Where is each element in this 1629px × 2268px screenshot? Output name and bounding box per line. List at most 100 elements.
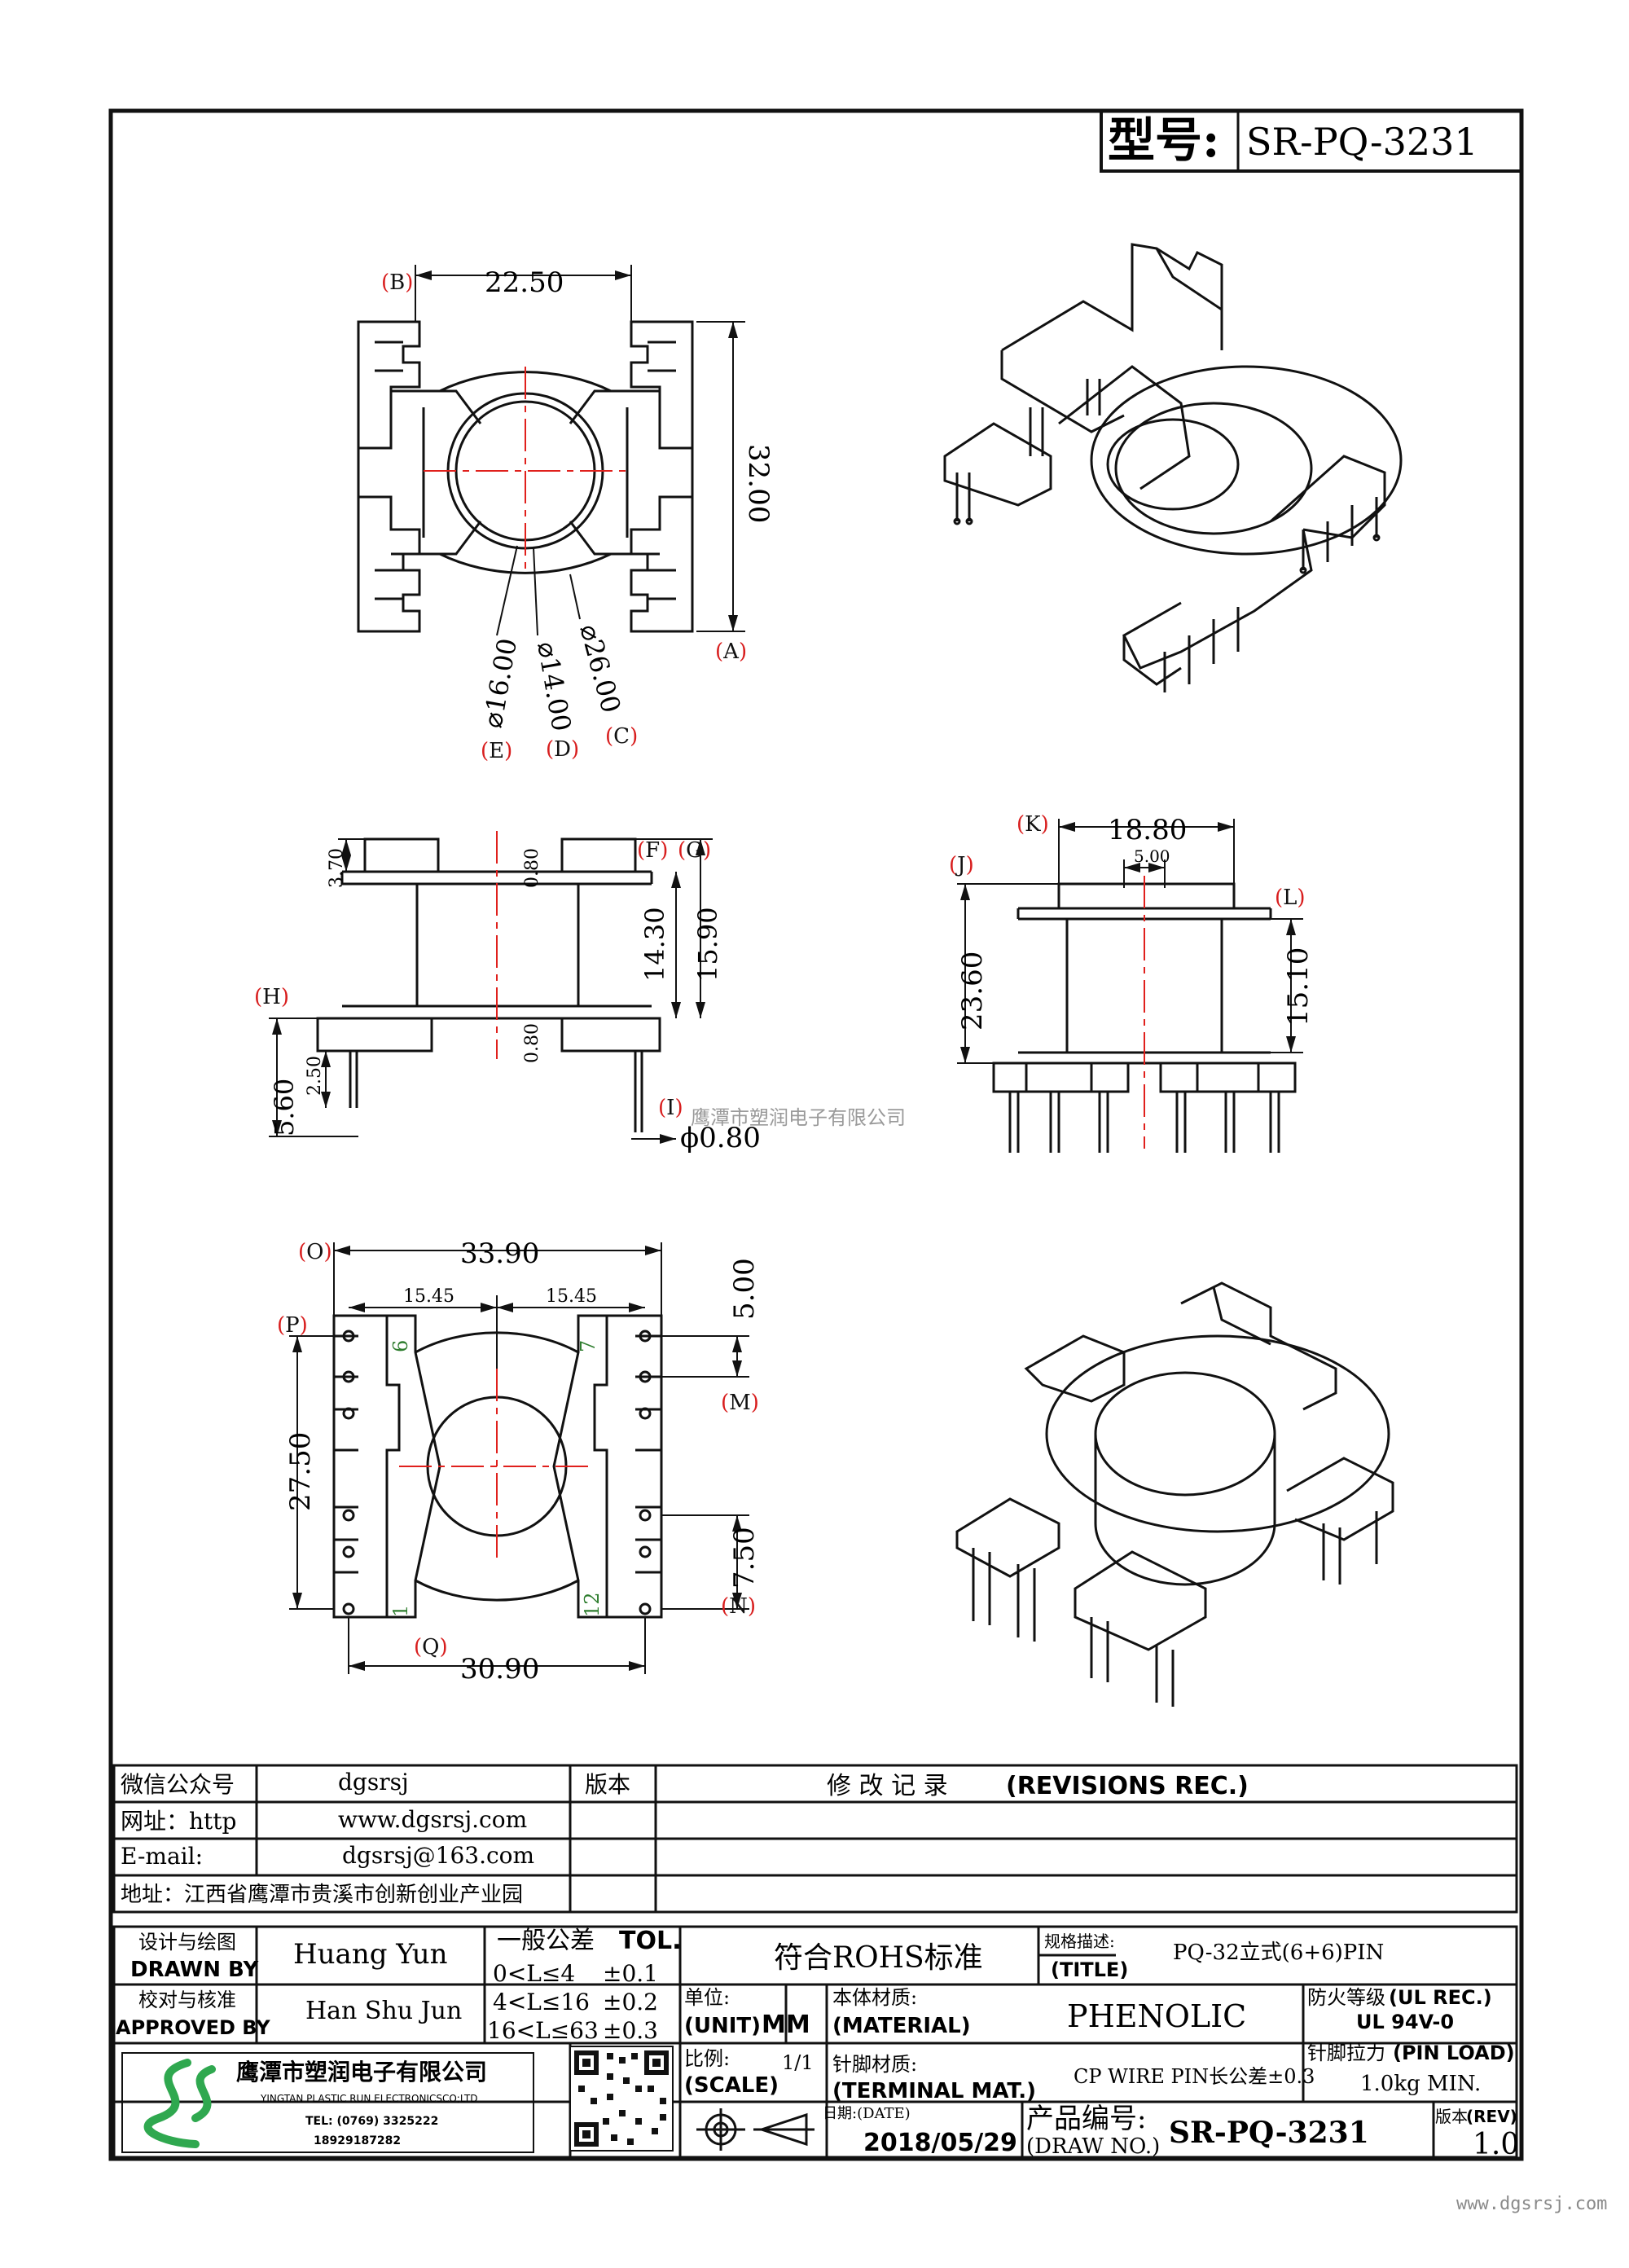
pinload-en: (PIN LOAD) [1393,2042,1515,2064]
dim-phi: ϕ0.80 [680,1122,761,1154]
dim-w3390: 33.90 [460,1237,539,1270]
side-view-tags: (F) (G) (H) (I) [254,838,711,1120]
dim-h750: 7.50 [728,1527,761,1589]
drawno-cn: 产品编号: [1026,2103,1146,2135]
dim-h500: 5.00 [728,1258,761,1320]
model-label: 型号: [1108,112,1219,168]
tag-a: (A) [715,640,747,664]
unit-cn: 单位: [684,1986,730,2009]
spec-cn: 规格描述: [1044,1932,1115,1951]
drawno-value: SR-PQ-3231 [1169,2116,1369,2150]
tag-m: (M) [721,1391,759,1415]
unit-value: MM [762,2011,810,2039]
tol-range-1: 0<L≤4 [493,1960,575,1987]
drawno-en: (DRAW NO.) [1026,2134,1160,2159]
dim-h2360: 23.60 [956,952,989,1031]
drawn-en: DRAWN BY [130,1958,259,1982]
address: 地址：江西省鹰潭市贵溪市创新创业产业园 [121,1883,523,1907]
model-value: SR-PQ-3231 [1246,120,1478,164]
tag-l: (L) [1275,886,1306,910]
material-en: (MATERIAL) [832,2014,971,2038]
dim-d14: ⌀14.00 [531,640,577,734]
pin-1: 1 [389,1605,412,1617]
rohs: 符合ROHS标准 [774,1941,983,1975]
bottom-view-dimensions [289,1242,749,1674]
front-view-dimensions [957,819,1303,1064]
tol-value-1: ±0.1 [603,1960,658,1987]
tol-en: TOL. [619,1927,681,1955]
tag-j: (J) [949,853,974,877]
pinload-cn: 针脚拉力 [1307,2042,1385,2064]
date-label: 日期:(DATE) [823,2105,911,2122]
rev-en: (REV) [1466,2107,1517,2126]
dim-w500: 5.00 [1134,846,1170,866]
spec-value: PQ-32立式(6+6)PIN [1173,1941,1384,1965]
dim-h370: 3.70 [327,848,347,888]
iso-view-bottom [955,1281,1394,1707]
tag-k: (K) [1016,812,1049,837]
tag-c: (C) [605,724,638,749]
approved-cn: 校对与核准 [138,1989,236,2011]
ul-value: UL 94V-0 [1356,2011,1454,2033]
dim-h1590: 15.90 [692,907,723,982]
material-value: PHENOLIC [1067,1998,1246,2034]
revisions-title-en: (REVISIONS REC.) [1006,1772,1249,1800]
dim-h1430: 14.30 [639,907,670,982]
scale-value: 1/1 [782,2051,814,2074]
terminal-cn: 针脚材质: [832,2053,917,2076]
approved-en: APPROVED BY [116,2016,270,2039]
tol-cn: 一般公差 [497,1927,595,1955]
dim-h1510: 15.10 [1282,947,1315,1026]
dim-h250: 2.50 [305,1056,325,1096]
tag-p: (P) [277,1313,308,1338]
pin-6: 6 [389,1340,412,1352]
rev-cn: 版本 [1435,2107,1468,2126]
tol-range-3: 16<L≤63 [487,2017,599,2044]
dim-h560: 5.60 [269,1079,300,1136]
terminal-en: (TERMINAL MAT.) [832,2079,1036,2103]
company-tel: TEL: (0769) 3325222 [305,2115,438,2128]
revisions-table [112,1764,1518,1914]
date-value: 2018/05/29 [863,2129,1017,2157]
company-block: 鹰潭市塑润电子有限公司 YINGTAN PLASTIC RUN ELECTRON… [121,2052,534,2153]
pin-numbers: 6 7 1 12 [389,1340,604,1617]
top-view-centerlines [424,367,627,570]
wechat-label: 微信公众号 [121,1771,235,1798]
iso-view-top [943,243,1403,692]
tol-value-3: ±0.3 [603,2017,658,2044]
ul-cn: 防火等级 [1307,1986,1385,2009]
top-view-dimensions [415,265,745,636]
web-label: 网址：http [121,1808,236,1835]
dim-d26: ⌀26.00 [573,621,626,716]
version-label: 版本 [585,1771,630,1798]
qr-code [569,2046,674,2152]
dim-d16: ⌀16.00 [476,636,523,731]
tol-value-2: ±0.2 [603,1989,658,2015]
title-block-text: 设计与绘图 DRAWN BY Huang Yun 校对与核准 APPROVED … [116,1927,1519,2161]
side-view-dimensions [269,838,713,1144]
dim-h080a: 0.80 [522,848,542,888]
wechat-value: dgsrsj [338,1769,409,1796]
revisions-title-cn: 修 改 记 录 [827,1772,948,1800]
tag-h: (H) [254,985,289,1009]
dim-w1545b: 15.45 [546,1286,597,1307]
material-cn: 本体材质: [832,1986,917,2009]
terminal-value: CP WIRE PIN长公差±0.3 [1074,2065,1315,2088]
drawn-value: Huang Yun [293,1938,448,1971]
rev-value: 1.0 [1473,2128,1519,2161]
footer-url: www.dgsrsj.com [1456,2194,1607,2214]
pin-12: 12 [581,1592,604,1617]
dim-h2750: 27.50 [284,1432,317,1511]
email-value: dgsrsj@163.com [342,1842,534,1869]
side-view [316,837,661,1132]
tag-b: (B) [381,270,413,295]
scale-en: (SCALE) [684,2073,779,2098]
tag-q: (Q) [414,1635,448,1659]
tag-d: (D) [546,737,579,762]
unit-en: (UNIT) [684,2014,761,2038]
revisions-text: 微信公众号 dgsrsj 网址：http www.dgsrsj.com E-ma… [121,1769,1249,1907]
spec-en: (TITLE) [1051,1958,1128,1981]
ul-en: (UL REC.) [1389,1986,1492,2009]
scale-cn: 比例: [684,2047,730,2070]
